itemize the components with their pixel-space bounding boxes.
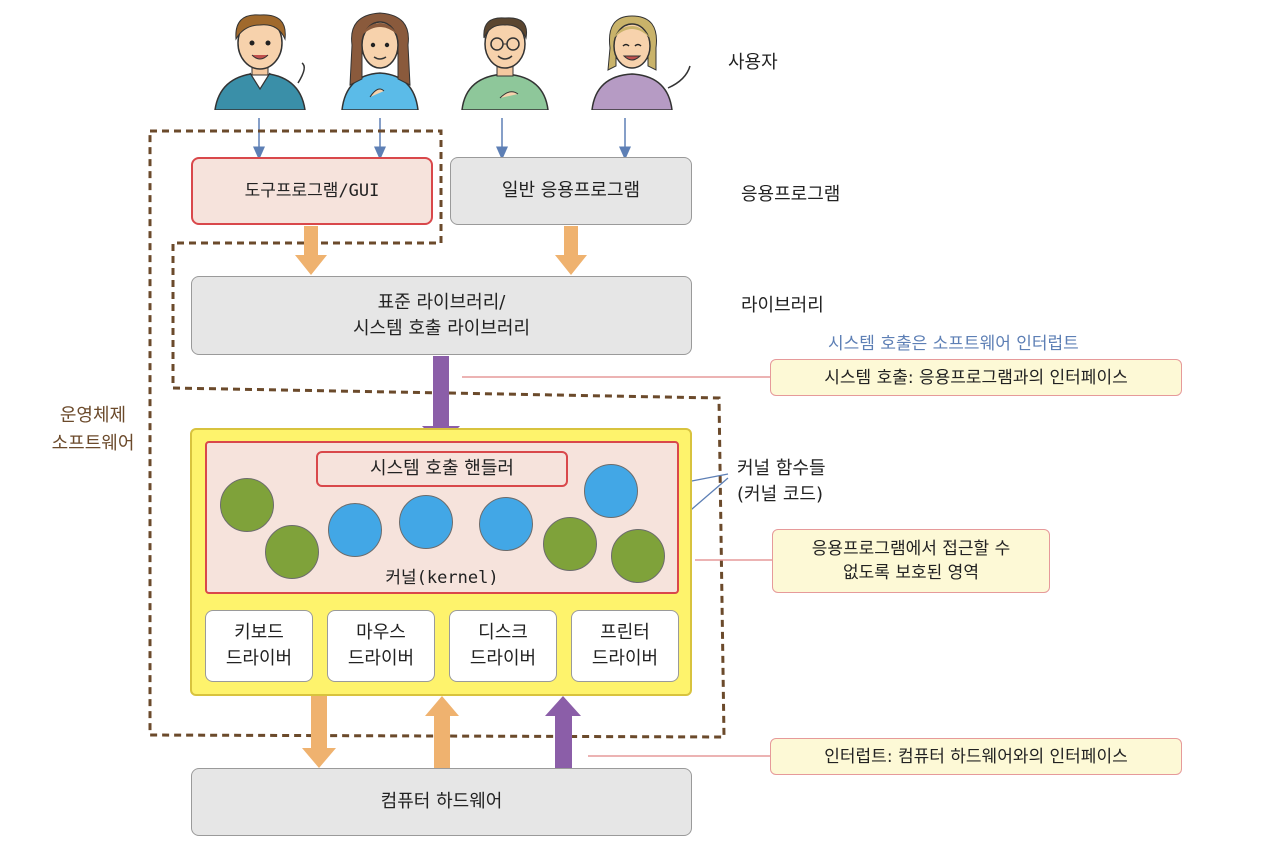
driver-line2: 드라이버 — [225, 648, 293, 669]
interrupt-arrow — [545, 696, 581, 768]
os-software-boundary — [148, 129, 726, 739]
kernel-function-4 — [399, 495, 453, 549]
kernel-functions-line1: 커널 함수들 — [737, 458, 826, 479]
driver-line2: 드라이버 — [469, 648, 537, 669]
driver-line1: 디스크 — [478, 622, 528, 643]
syscall-arrow — [422, 356, 460, 446]
standard-library-box: 표준 라이브러리/ 시스템 호출 라이브러리 — [191, 276, 692, 355]
kernel-functions-line2: (커널 코드) — [737, 484, 824, 505]
os-software-label-line1: 운영체제 — [59, 405, 127, 426]
arrow-tool-to-library — [295, 226, 327, 275]
general-app-box: 일반 응용프로그램 — [450, 157, 692, 225]
protected-area-line2: 없도록 보호된 영역 — [843, 563, 979, 583]
hardware-box: 컴퓨터 하드웨어 — [191, 768, 692, 836]
syscall-note: 시스템 호출은 소프트웨어 인터럽트 — [828, 334, 1079, 354]
driver-line2: 드라이버 — [347, 648, 415, 669]
protected-area-line1: 응용프로그램에서 접근할 수 — [811, 539, 1011, 559]
standard-library-line2: 시스템 호출 라이브러리 — [352, 317, 531, 339]
arrow-hardware-to-kernel — [425, 696, 459, 768]
arrow-app-to-library — [555, 226, 587, 275]
kernel-function-6 — [543, 517, 597, 571]
users-label: 사용자 — [728, 52, 778, 73]
user-man-1-icon — [214, 14, 306, 110]
driver-line1: 키보드 — [234, 622, 284, 643]
os-software-label-line2: 소프트웨어 — [51, 433, 135, 454]
kernel-functions-label: 커널 함수들 (커널 코드) — [737, 456, 826, 508]
protected-area-callout: 응용프로그램에서 접근할 수 없도록 보호된 영역 — [772, 529, 1050, 593]
arrow-kernel-to-hardware — [302, 696, 336, 768]
os-software-label: 운영체제 소프트웨어 — [38, 402, 148, 458]
driver-line2: 드라이버 — [591, 648, 659, 669]
kernel-function-8 — [611, 529, 665, 583]
user-man-2-icon — [461, 17, 549, 110]
user-woman-1-icon — [341, 12, 419, 110]
kernel-function-7 — [584, 464, 638, 518]
tool-program-box: 도구프로그램/GUI — [191, 157, 433, 225]
kernel-function-2 — [265, 525, 319, 579]
driver-line1: 마우스 — [356, 622, 406, 643]
user-woman-2-icon — [591, 15, 691, 110]
kernel-label: 커널(kernel) — [385, 568, 499, 588]
driver-line1: 프린터 — [600, 622, 650, 643]
kernel-function-1 — [220, 478, 274, 532]
kernel-function-5 — [479, 497, 533, 551]
syscall-callout: 시스템 호출: 응용프로그램과의 인터페이스 — [770, 359, 1182, 396]
interrupt-callout: 인터럽트: 컴퓨터 하드웨어와의 인터페이스 — [770, 738, 1182, 775]
applications-label: 응용프로그램 — [741, 184, 841, 205]
library-label: 라이브러리 — [741, 295, 824, 316]
standard-library-line1: 표준 라이브러리/ — [377, 291, 506, 313]
kernel-function-3 — [328, 503, 382, 557]
syscall-handler-box: 시스템 호출 핸들러 — [316, 451, 568, 487]
